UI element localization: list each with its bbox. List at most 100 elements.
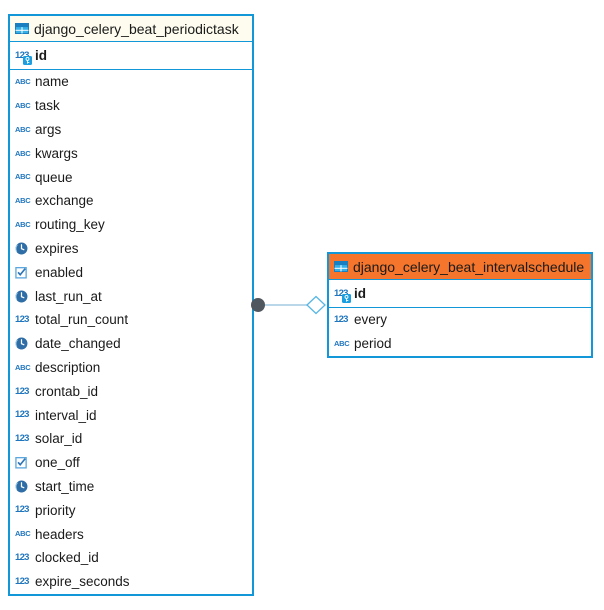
numeric-icon: 123 — [15, 552, 29, 564]
field-row[interactable]: ABC name — [10, 70, 252, 94]
datetime-icon — [15, 480, 28, 493]
field-row[interactable]: expires — [10, 237, 252, 261]
field-row[interactable]: 123 crontab_id — [10, 379, 252, 403]
field-row[interactable]: ABC routing_key — [10, 213, 252, 237]
numeric-icon: 123 — [15, 385, 29, 397]
fields-section: ABC name ABC task ABC args ABC kwargs AB… — [10, 70, 252, 594]
field-type-icon-slot: ABC — [15, 173, 32, 181]
table-title: django_celery_beat_periodictask — [34, 20, 239, 37]
table-icon — [334, 261, 348, 272]
numeric-icon: 123 — [334, 314, 348, 326]
field-row[interactable]: ABC queue — [10, 165, 252, 189]
text-icon: ABC — [15, 77, 31, 87]
field-row[interactable]: 123 solar_id — [10, 427, 252, 451]
field-row[interactable]: 123 id — [10, 42, 252, 69]
field-row[interactable]: ABC period — [329, 332, 591, 356]
field-name: headers — [35, 526, 84, 542]
field-name: task — [35, 98, 60, 114]
field-row[interactable]: 123 priority — [10, 498, 252, 522]
field-row[interactable]: 123 interval_id — [10, 403, 252, 427]
table-header[interactable]: django_celery_beat_periodictask — [10, 16, 252, 42]
field-row[interactable]: one_off — [10, 451, 252, 475]
text-icon: ABC — [15, 362, 31, 372]
table-icon — [15, 23, 29, 34]
field-type-icon-slot: ABC — [15, 221, 32, 229]
field-type-icon-slot: 123 — [334, 315, 351, 325]
field-row[interactable]: 123 expire_seconds — [10, 570, 252, 594]
connector-endpoint-diamond[interactable] — [306, 295, 326, 315]
field-name: every — [354, 312, 388, 328]
field-name: start_time — [35, 478, 95, 494]
field-type-icon-slot — [15, 242, 32, 255]
field-name: priority — [35, 502, 76, 518]
field-type-icon-slot: 123 — [15, 49, 32, 66]
primary-key-icon — [22, 56, 32, 66]
text-icon: ABC — [15, 124, 31, 134]
numeric-icon: 123 — [334, 287, 348, 299]
field-type-icon-slot: 123 — [15, 410, 32, 420]
field-type-icon-slot: ABC — [15, 197, 32, 205]
field-row[interactable]: 123 id — [329, 280, 591, 307]
field-row[interactable]: 123 total_run_count — [10, 308, 252, 332]
boolean-icon — [15, 457, 27, 469]
numeric-icon: 123 — [15, 575, 29, 587]
primary-key-icon — [341, 294, 351, 304]
field-type-icon-slot — [15, 337, 32, 350]
field-type-icon-slot — [15, 290, 32, 303]
field-type-icon-slot: ABC — [334, 340, 351, 348]
field-type-icon-slot: 123 — [15, 577, 32, 587]
field-row[interactable]: 123 clocked_id — [10, 546, 252, 570]
field-name: total_run_count — [35, 312, 129, 328]
field-type-icon-slot: ABC — [15, 530, 32, 538]
field-name: expires — [35, 240, 79, 256]
boolean-icon — [15, 266, 27, 279]
entity-table-periodictask[interactable]: django_celery_beat_periodictask 123 id A… — [8, 14, 254, 596]
field-type-icon-slot: 123 — [334, 287, 351, 304]
entity-table-intervalschedule[interactable]: django_celery_beat_intervalschedule 123 … — [327, 252, 593, 358]
field-row[interactable]: date_changed — [10, 332, 252, 356]
field-name: interval_id — [35, 407, 97, 423]
field-row[interactable]: 123 every — [329, 308, 591, 332]
field-type-icon-slot: 123 — [15, 553, 32, 563]
field-type-icon-slot: ABC — [15, 102, 32, 110]
field-row[interactable]: enabled — [10, 260, 252, 284]
field-type-icon-slot — [15, 456, 32, 469]
field-name: description — [35, 359, 101, 375]
field-type-icon-slot: ABC — [15, 150, 32, 158]
field-type-icon-slot: ABC — [15, 126, 32, 134]
relation-connector[interactable] — [246, 293, 331, 317]
field-name: one_off — [35, 455, 80, 471]
field-name: id — [35, 48, 47, 63]
field-name: solar_id — [35, 431, 83, 447]
key-fields-section: 123 id — [10, 42, 252, 70]
field-row[interactable]: ABC kwargs — [10, 141, 252, 165]
field-type-icon-slot — [15, 266, 32, 279]
field-name: crontab_id — [35, 383, 99, 399]
connector-endpoint-dot[interactable] — [251, 298, 265, 312]
text-icon: ABC — [334, 338, 350, 348]
field-row[interactable]: ABC args — [10, 118, 252, 142]
field-row[interactable]: ABC exchange — [10, 189, 252, 213]
field-name: args — [35, 121, 62, 137]
field-row[interactable]: ABC description — [10, 356, 252, 380]
text-icon: ABC — [15, 148, 31, 158]
field-row[interactable]: start_time — [10, 475, 252, 499]
field-type-icon-slot: 123 — [15, 505, 32, 515]
numeric-icon: 123 — [15, 314, 29, 326]
field-type-icon-slot: 123 — [15, 315, 32, 325]
text-icon: ABC — [15, 100, 31, 110]
field-type-icon-slot: ABC — [15, 364, 32, 372]
field-row[interactable]: last_run_at — [10, 284, 252, 308]
numeric-icon: 123 — [15, 49, 29, 61]
field-row[interactable]: ABC headers — [10, 522, 252, 546]
numeric-icon: 123 — [15, 433, 29, 445]
table-header[interactable]: django_celery_beat_intervalschedule — [329, 254, 591, 280]
numeric-key-icon: 123 — [15, 49, 32, 66]
field-name: last_run_at — [35, 288, 102, 304]
field-row[interactable]: ABC task — [10, 94, 252, 118]
datetime-icon — [15, 337, 28, 350]
datetime-icon — [15, 290, 28, 303]
field-name: kwargs — [35, 145, 78, 161]
field-name: exchange — [35, 193, 94, 209]
